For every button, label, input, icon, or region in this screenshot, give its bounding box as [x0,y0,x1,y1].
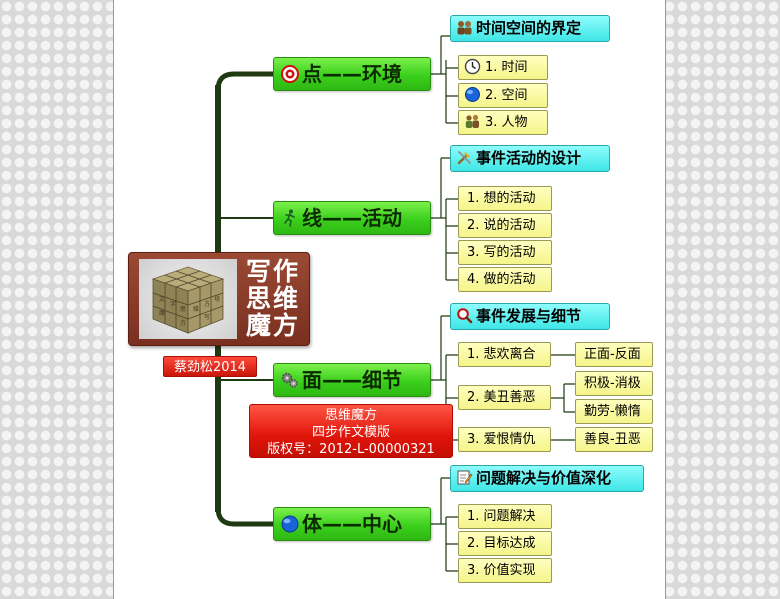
svg-text:块: 块 [214,295,220,303]
branch-label: 面——细节 [302,368,402,392]
leaf-label: 3. 人物 [485,115,528,130]
leaf-label: 2. 美丑善恶 [467,390,536,405]
clock-icon [464,58,481,75]
leaf-label: 1. 问题解决 [467,509,536,524]
leaf-label: 善良-丑恶 [584,432,641,447]
copyright-line: 版权号：2012-L-00000321 [267,442,435,457]
copyright-line: 思维魔方 [324,408,377,423]
leaf-label: 1. 悲欢离合 [467,347,536,362]
leaf-label: 3. 价值实现 [467,563,536,578]
globe-icon [280,514,300,534]
central-title-line: 魔方 [245,311,300,340]
trunk-bottom-curve [215,507,275,527]
central-title-line: 思维 [245,284,300,313]
leaf-label: 3. 爱恨情仇 [467,432,536,447]
leaf-diligent-lazy[interactable]: 勤劳-懒惰 [575,399,653,424]
leaf-label: 2. 说的活动 [467,218,536,233]
leaf-space[interactable]: 2. 空间 [458,83,548,108]
leaf-positive-negative[interactable]: 正面-反面 [575,342,653,367]
svg-text:字: 字 [170,300,176,308]
leaf-time[interactable]: 1. 时间 [458,55,548,80]
subtopic-time-space[interactable]: 时间空间的界定 [450,15,610,42]
copyright-callout[interactable]: 思维魔方 四步作文模版 版权号：2012-L-00000321 [249,404,453,458]
leaf-do-activity[interactable]: 4. 做的活动 [458,267,552,292]
leaf-active-passive[interactable]: 积极-消极 [575,371,653,396]
svg-text:维: 维 [193,305,199,313]
subtopic-development-detail[interactable]: 事件发展与细节 [450,303,610,330]
leaf-love-hate[interactable]: 3. 爱恨情仇 [458,427,551,452]
subtopic-activity-design[interactable]: 事件活动的设计 [450,145,610,172]
magnifier-icon [456,307,473,324]
central-topic[interactable]: 文字思 维方块 魔方写 写作 思维 魔方 [128,252,310,346]
rubiks-cube-image: 文字思 维方块 魔方写 [139,259,237,339]
copyright-line: 四步作文模版 [311,425,390,440]
leaf-problem-solving[interactable]: 1. 问题解决 [458,504,552,529]
leaf-label: 积极-消极 [584,376,641,391]
branch-label: 点——环境 [302,62,402,86]
svg-text:写: 写 [204,314,210,321]
branch-line-activity[interactable]: 线——活动 [273,201,431,235]
leaf-joys-sorrows[interactable]: 1. 悲欢离合 [458,342,551,367]
leaf-beauty-ugliness[interactable]: 2. 美丑善恶 [458,385,551,410]
leaf-label: 3. 写的活动 [467,245,536,260]
leaf-speak-activity[interactable]: 2. 说的活动 [458,213,552,238]
note-pencil-icon [456,469,473,486]
tools-icon [456,149,473,166]
leaf-value-realization[interactable]: 3. 价值实现 [458,558,552,583]
leaf-people[interactable]: 3. 人物 [458,110,548,135]
leaf-label: 2. 空间 [485,88,528,103]
svg-text:思: 思 [180,306,186,313]
leaf-label: 4. 做的活动 [467,272,536,287]
leaf-think-activity[interactable]: 1. 想的活动 [458,186,552,211]
leaf-label: 正面-反面 [584,347,641,362]
target-icon [280,64,300,84]
globe-icon [464,86,481,103]
leaf-kind-evil[interactable]: 善良-丑恶 [575,427,653,452]
branch-label: 体——中心 [302,512,402,536]
central-title-line: 写作 [245,257,300,286]
gears-icon [280,370,300,390]
svg-text:方: 方 [180,319,186,327]
running-person-icon [280,208,300,228]
leaf-label: 勤劳-懒惰 [584,404,641,419]
author-badge[interactable]: 蔡劲松2014 [163,356,257,377]
subtopic-label: 问题解决与价值深化 [476,469,612,487]
leaf-label: 1. 想的活动 [467,191,536,206]
people-group-icon [456,19,473,36]
subtopic-problem-value[interactable]: 问题解决与价值深化 [450,465,644,492]
central-title: 写作 思维 魔方 [241,258,305,342]
leaf-write-activity[interactable]: 3. 写的活动 [458,240,552,265]
subtopic-label: 事件活动的设计 [476,149,582,167]
branch-label: 线——活动 [302,206,402,230]
leaf-label: 1. 时间 [485,60,528,75]
trunk-top-curve [215,71,275,91]
subtopic-label: 时间空间的界定 [476,19,582,37]
subtopic-label: 事件发展与细节 [476,307,582,325]
svg-text:方: 方 [204,300,210,308]
branch-body-center[interactable]: 体——中心 [273,507,431,541]
branch-point-environment[interactable]: 点——环境 [273,57,431,91]
people-icon [464,113,481,130]
leaf-goal-reached[interactable]: 2. 目标达成 [458,531,552,556]
leaf-label: 2. 目标达成 [467,536,536,551]
svg-text:魔: 魔 [159,309,165,317]
svg-text:文: 文 [159,295,165,303]
branch-surface-detail[interactable]: 面——细节 [273,363,431,397]
